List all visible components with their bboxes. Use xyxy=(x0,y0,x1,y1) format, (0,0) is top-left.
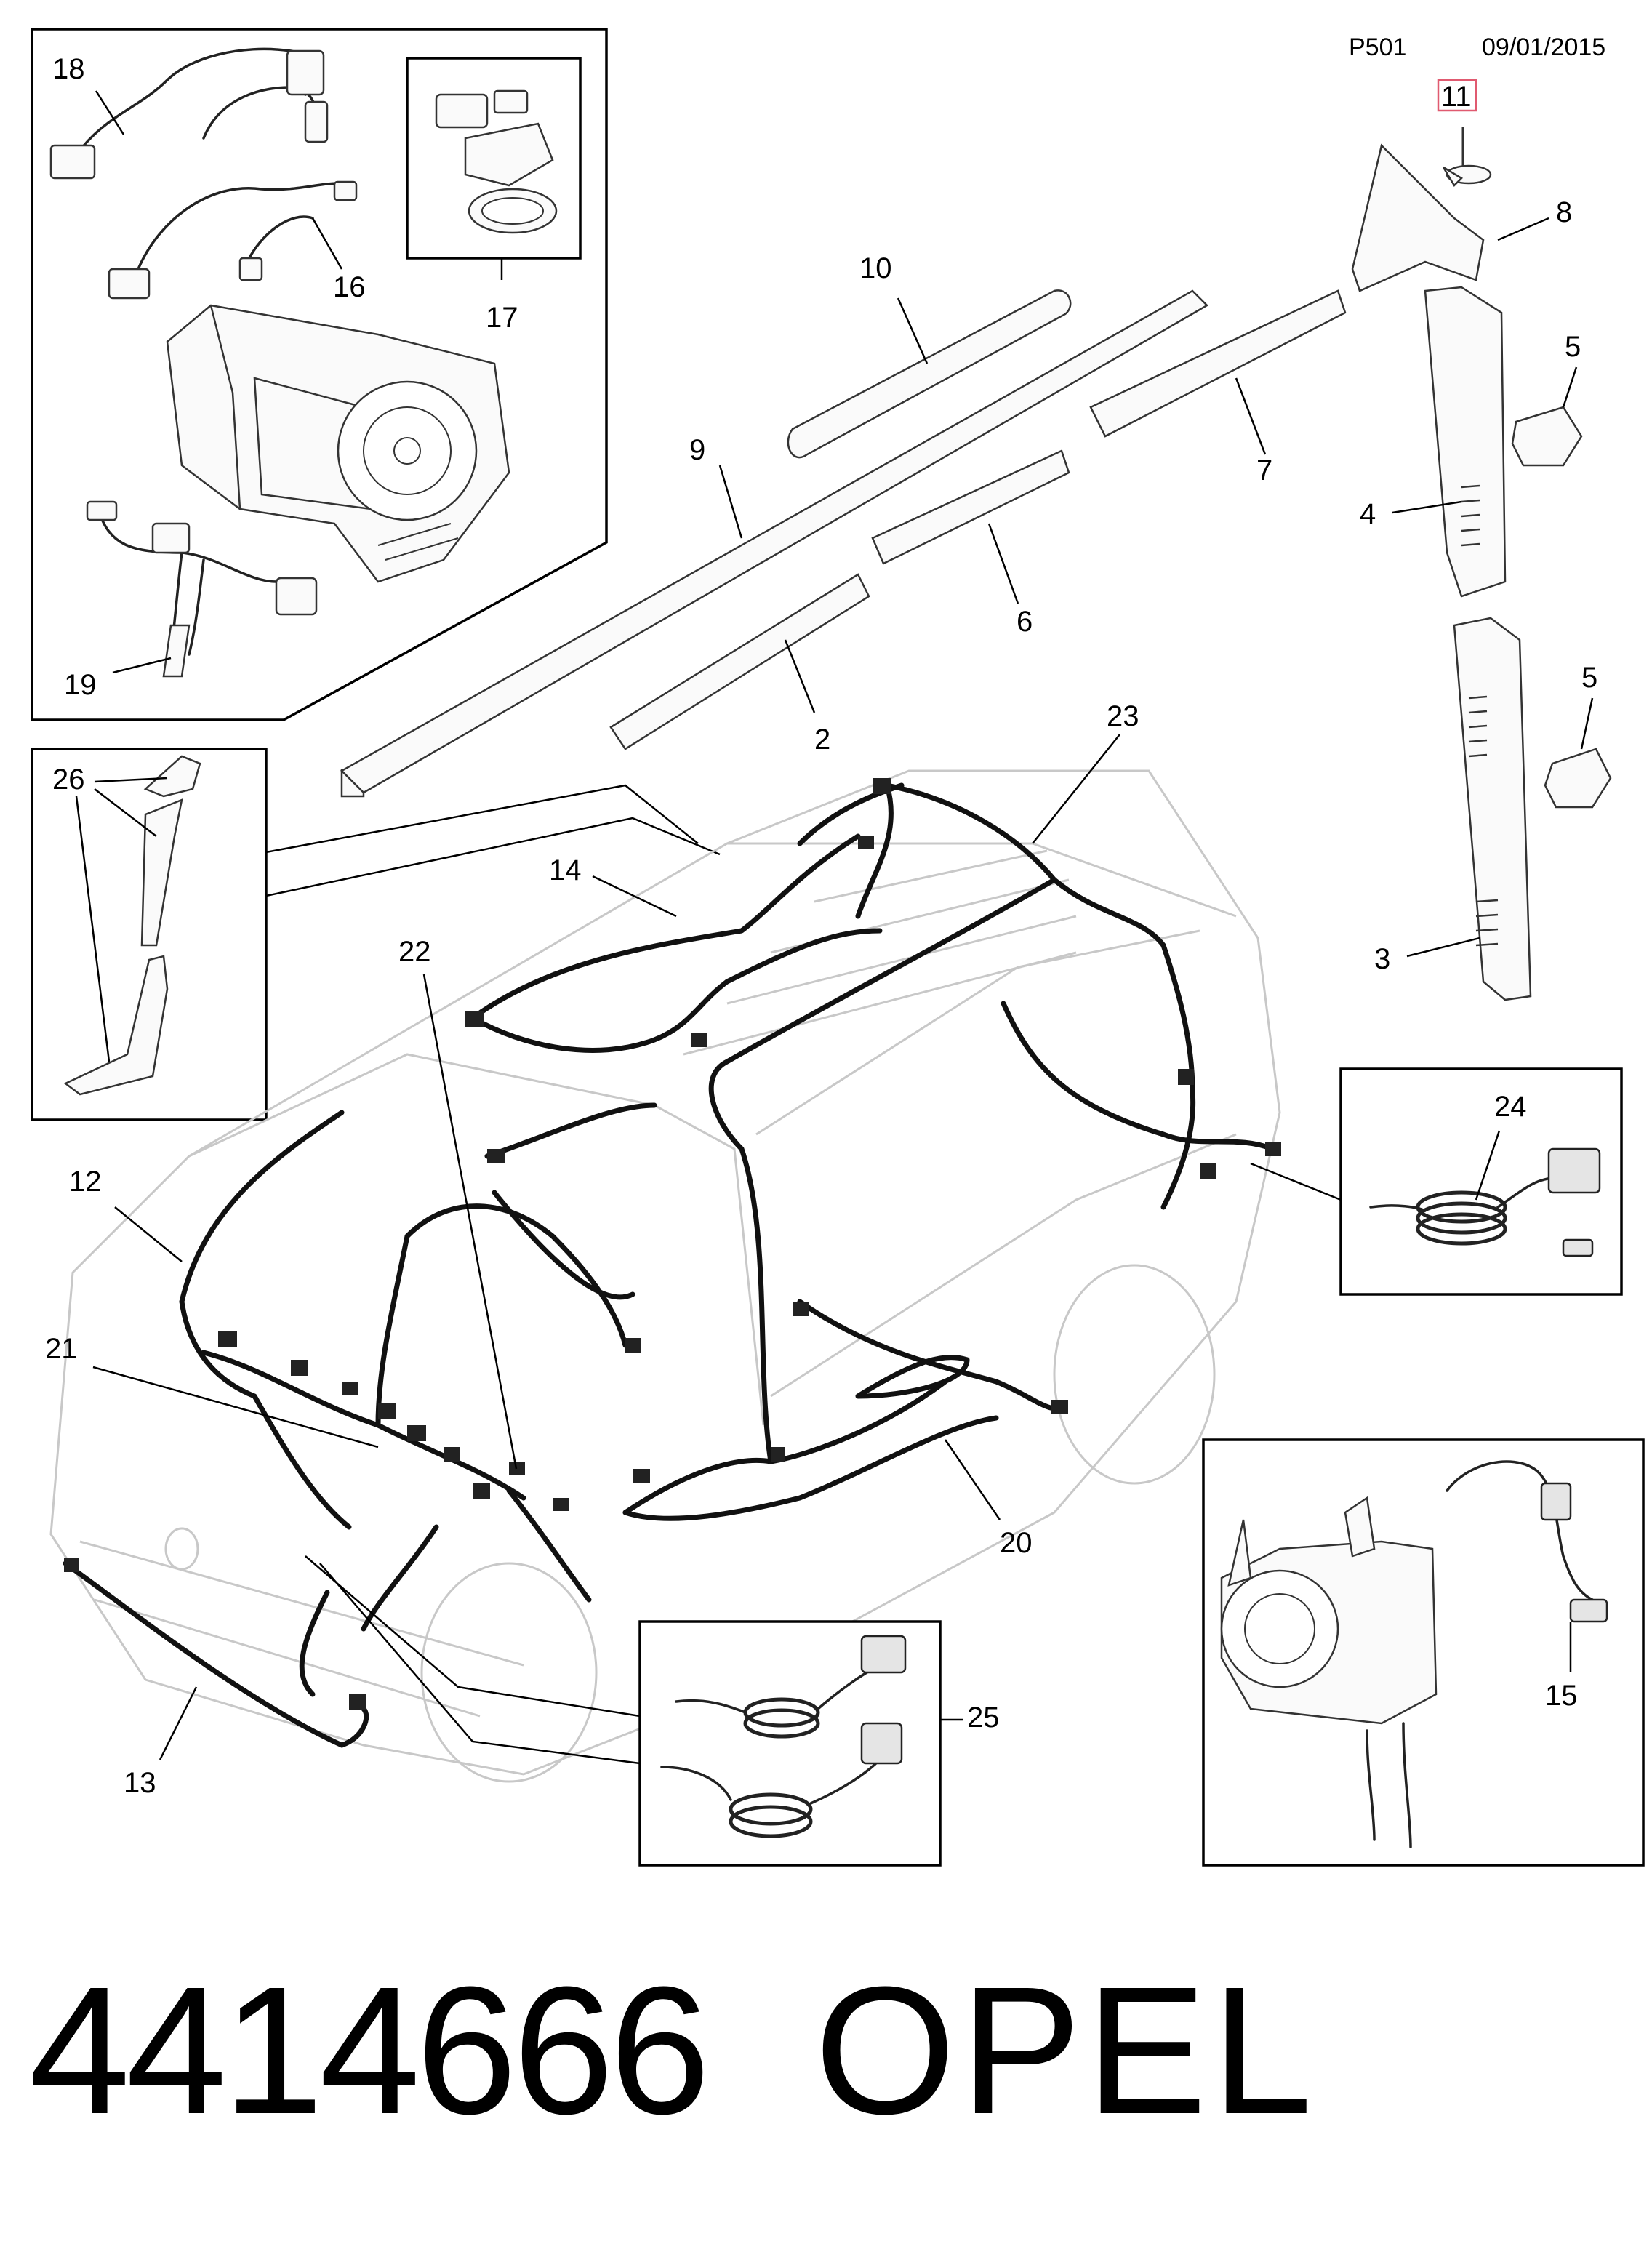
harness-19 xyxy=(86,500,318,678)
callout-24: 24 xyxy=(1494,1091,1527,1123)
wiring-harness xyxy=(63,778,1281,1748)
callout-25: 25 xyxy=(967,1702,1000,1734)
parts-diagram: P501 09/01/2015 xyxy=(31,28,1645,1867)
callout-16: 16 xyxy=(333,271,366,303)
callout-22: 22 xyxy=(398,936,431,968)
callout-4: 4 xyxy=(1360,498,1376,530)
callout-8: 8 xyxy=(1556,196,1572,228)
inset-heater-15: 15 xyxy=(1202,1438,1645,1867)
inset-heater-assembly: 18 16 17 19 xyxy=(31,28,608,721)
inset-harness-24: 24 xyxy=(1339,1067,1623,1296)
callout-13: 13 xyxy=(124,1767,156,1799)
callout-11: 11 xyxy=(1441,81,1472,113)
page-code: P501 xyxy=(1349,33,1406,61)
callout-11-highlight xyxy=(1437,79,1477,112)
callout-20: 20 xyxy=(1000,1527,1032,1559)
inset-pillar-trim: 26 xyxy=(31,748,268,1121)
callout-7: 7 xyxy=(1256,454,1272,486)
part-number: 4414666 xyxy=(29,1949,710,2152)
footer: 4414666 OPEL xyxy=(29,1942,1614,2160)
callout-26: 26 xyxy=(52,764,85,796)
callout-6: 6 xyxy=(1017,606,1032,638)
callout-15: 15 xyxy=(1545,1680,1578,1712)
heater-housing xyxy=(166,304,510,583)
brand-name: OPEL xyxy=(814,1949,1317,2152)
callout-10: 10 xyxy=(859,252,892,284)
harness-18 xyxy=(49,47,329,180)
callout-5b: 5 xyxy=(1581,662,1597,694)
callout-17: 17 xyxy=(486,302,518,334)
callout-23: 23 xyxy=(1107,700,1139,732)
callout-2: 2 xyxy=(814,724,830,756)
harness-16 xyxy=(108,180,358,300)
callout-18: 18 xyxy=(52,53,85,85)
page-date: 09/01/2015 xyxy=(1482,33,1605,61)
trim-parts xyxy=(340,143,1612,1001)
callout-5a: 5 xyxy=(1565,331,1581,363)
inset-harness-25: 25 xyxy=(638,1620,1000,1867)
callout-3: 3 xyxy=(1374,943,1390,975)
callout-12: 12 xyxy=(69,1166,102,1198)
callout-21: 21 xyxy=(45,1333,78,1365)
callout-14: 14 xyxy=(549,854,582,886)
clip-11 xyxy=(1442,127,1492,188)
callout-9: 9 xyxy=(689,434,705,466)
seal-kit-parts xyxy=(435,89,558,234)
callout-19: 19 xyxy=(64,669,97,701)
